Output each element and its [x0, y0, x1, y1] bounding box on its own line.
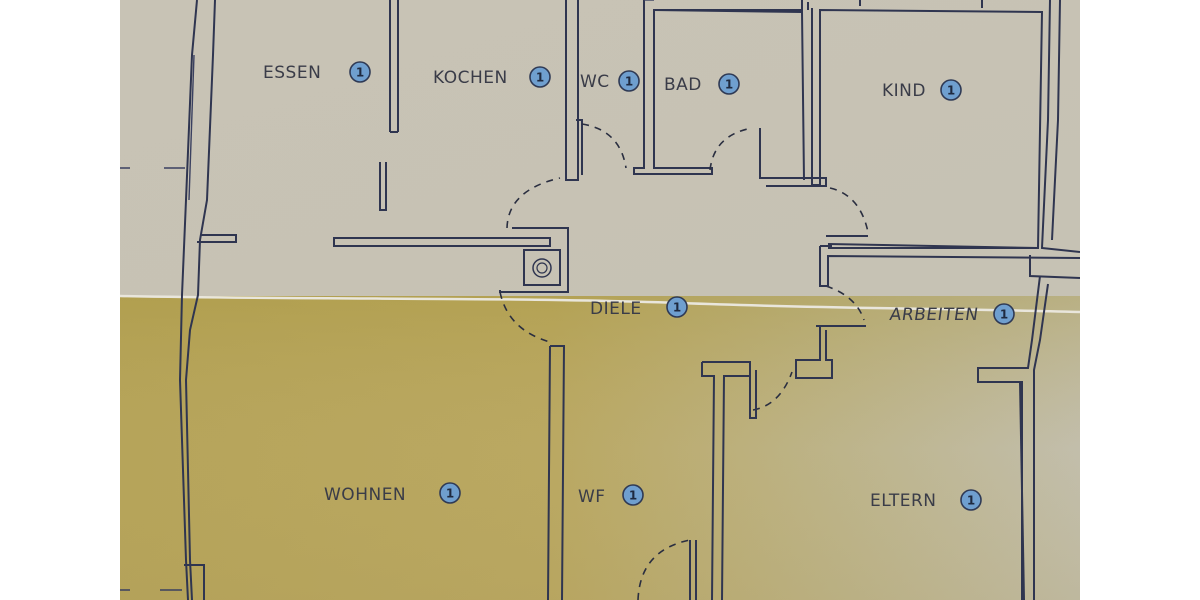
- svg-text:1: 1: [967, 494, 975, 508]
- room-name-label: WOHNEN: [324, 485, 406, 505]
- room-wc: WC 1: [580, 70, 640, 92]
- svg-text:1: 1: [1000, 308, 1008, 322]
- room-number-badge-icon: [618, 70, 640, 92]
- room-wf: WF 1: [578, 484, 644, 507]
- room-name-label: KIND: [882, 81, 926, 101]
- room-number-badge-icon: [960, 489, 982, 511]
- room-number-badge-icon: [718, 73, 740, 95]
- room-kochen: KOCHEN 1: [433, 66, 551, 88]
- floor-plan-drawing: ESSEN 1 KOCHEN 1 WC 1 BAD 1 KIND: [120, 0, 1080, 600]
- svg-text:1: 1: [629, 489, 637, 503]
- svg-text:1: 1: [625, 75, 633, 89]
- room-name-label: WF: [578, 487, 606, 507]
- room-number-badge-icon: [666, 296, 688, 318]
- room-eltern: ELTERN 1: [870, 489, 982, 511]
- room-name-label: ARBEITEN: [888, 305, 979, 325]
- door-swings: [499, 123, 869, 600]
- room-name-label: ESSEN: [263, 63, 321, 83]
- room-number-badge-icon: [529, 66, 551, 88]
- room-kind: KIND 1: [882, 79, 962, 101]
- room-labels: ESSEN 1 KOCHEN 1 WC 1 BAD 1 KIND: [263, 61, 1015, 511]
- walls-upper-rooms: [333, 0, 1080, 293]
- room-name-label: WC: [580, 72, 610, 92]
- svg-text:1: 1: [673, 301, 681, 315]
- room-wohnen: WOHNEN 1: [324, 482, 461, 505]
- room-name-label: ELTERN: [870, 491, 937, 511]
- room-essen: ESSEN 1: [263, 61, 371, 83]
- room-number-badge-icon: [349, 61, 371, 83]
- room-number-badge-icon: [622, 484, 644, 506]
- walls-lower: [547, 345, 1025, 600]
- room-diele: DIELE 1: [590, 296, 688, 319]
- walls-right: [795, 245, 1080, 600]
- room-number-badge-icon: [439, 482, 461, 504]
- room-number-badge-icon: [940, 79, 962, 101]
- room-name-label: BAD: [664, 75, 702, 95]
- floor-plan-photo: ESSEN 1 KOCHEN 1 WC 1 BAD 1 KIND: [120, 0, 1080, 600]
- room-name-label: DIELE: [590, 299, 642, 319]
- room-bad: BAD 1: [664, 73, 740, 95]
- svg-text:1: 1: [356, 66, 364, 80]
- svg-text:1: 1: [725, 78, 733, 92]
- svg-text:1: 1: [446, 487, 454, 501]
- outer-wall-left: [120, 0, 237, 600]
- room-arbeiten: ARBEITEN 1: [888, 303, 1015, 325]
- paper-upper: [120, 0, 1080, 300]
- room-number-badge-icon: [993, 303, 1015, 325]
- svg-text:1: 1: [947, 84, 955, 98]
- room-name-label: KOCHEN: [433, 68, 508, 88]
- svg-text:1: 1: [536, 71, 544, 85]
